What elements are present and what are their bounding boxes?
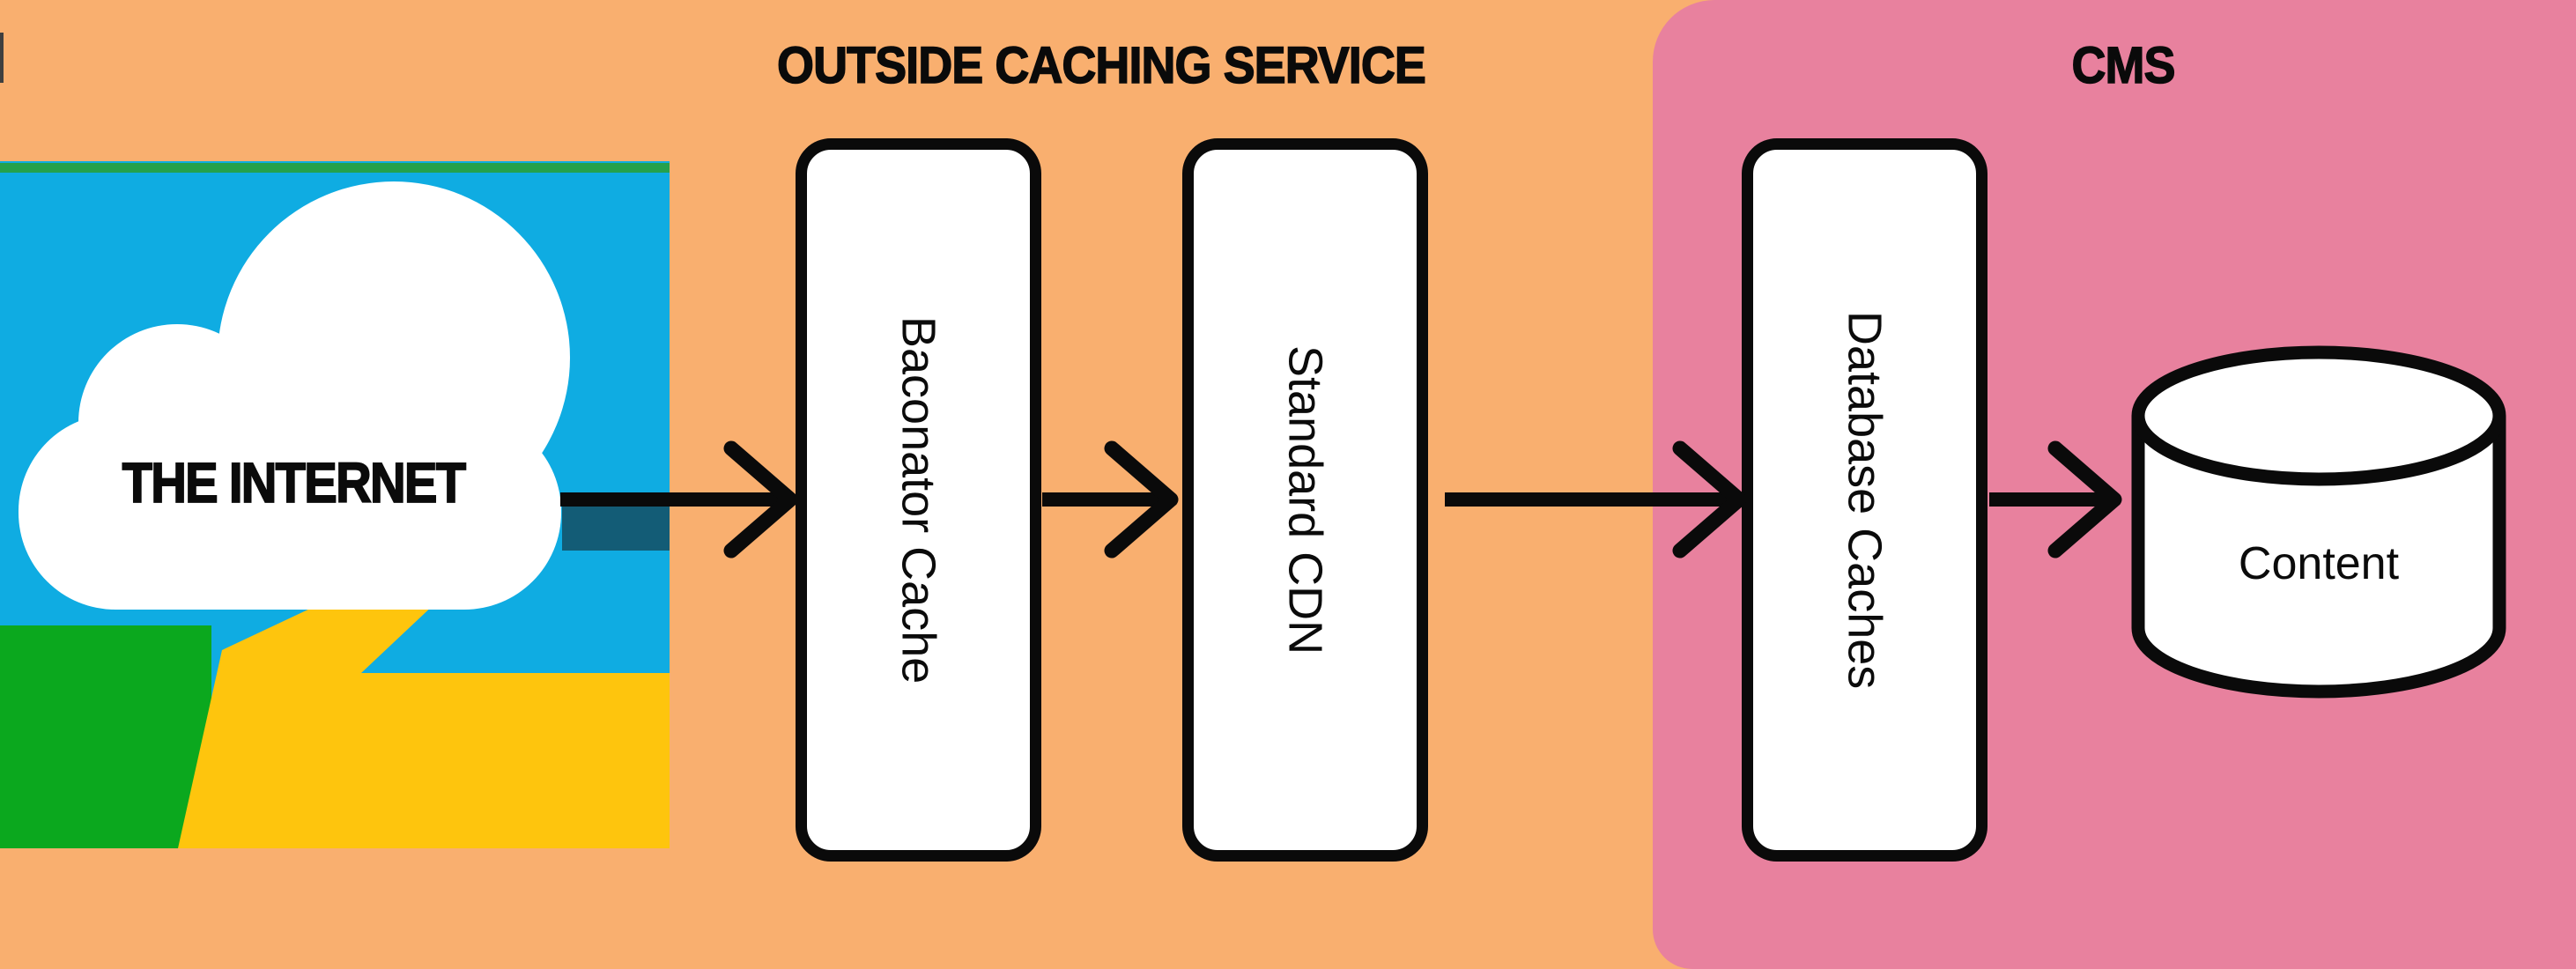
cloud-icon (19, 181, 570, 610)
content-label: Content (2238, 538, 2400, 589)
node-database-caches: Database Caches (1742, 138, 1988, 862)
node-baconator-cache: Baconator Cache (796, 138, 1041, 862)
arrow-shadow-rect (562, 507, 670, 551)
node-label-baconator-cache: Baconator Cache (892, 315, 945, 684)
left-edge-artifact (0, 33, 4, 83)
content-database: Content (2119, 339, 2524, 709)
node-label-standard-cdn: Standard CDN (1278, 344, 1332, 655)
header-cms: CMS (2071, 37, 2176, 94)
internet-illustration-art (0, 161, 670, 848)
database-cylinder-icon (2131, 345, 2506, 699)
internet-illustration: THE INTERNET (0, 161, 670, 848)
internet-label: THE INTERNET (122, 450, 467, 515)
header-outside-caching-service: OUTSIDE CACHING SERVICE (776, 37, 1426, 94)
horizon-strip (0, 163, 670, 173)
node-label-database-caches: Database Caches (1838, 310, 1891, 690)
yellow-field-shape (337, 673, 670, 848)
arrow-right-icon (1042, 440, 1179, 558)
grass-shape (0, 625, 211, 848)
node-standard-cdn: Standard CDN (1182, 138, 1428, 862)
